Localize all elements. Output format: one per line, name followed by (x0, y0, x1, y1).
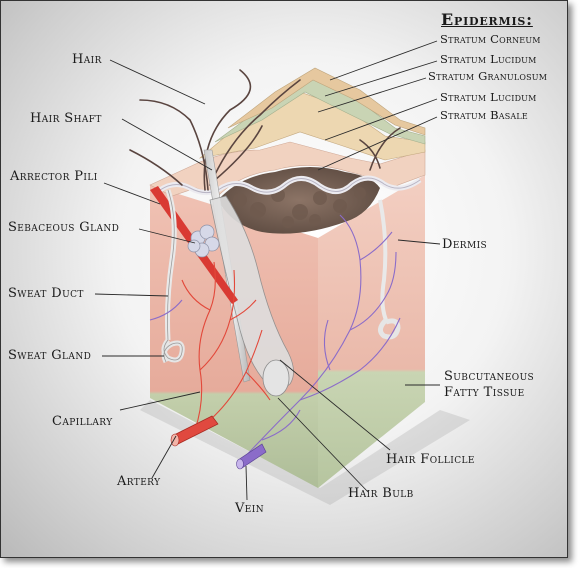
hair-bulb (262, 359, 290, 397)
sweat-duct-edge (167, 189, 175, 341)
label-fatty-tissue: Fatty Tissue (444, 385, 525, 400)
leader-lines (94, 40, 441, 501)
sweat-gland-edge (163, 339, 183, 363)
label-sebaceous-gland: Sebaceous Gland (8, 220, 120, 235)
leader-sweat-duct (94, 293, 169, 297)
leader-hair-shaft (121, 118, 213, 171)
label-vein: Vein (235, 501, 264, 516)
leader-stratum-lucidum-1 (324, 60, 438, 97)
hair-strands (129, 69, 401, 191)
leader-vein (245, 465, 248, 501)
stratum-corneum-layer (227, 67, 426, 136)
artery-opening (170, 433, 180, 447)
label-subcutaneous: Subcutaneous (444, 369, 535, 384)
label-stratum-lucidum-lower: Stratum Lucidum (440, 90, 537, 104)
label-arrector-pili: Arrector Pili (10, 169, 98, 184)
sebaceous-gland (187, 224, 220, 258)
leader-stratum-corneum (329, 40, 438, 81)
label-stratum-basale: Stratum Basale (440, 108, 528, 122)
leader-stratum-granulosum (317, 77, 427, 113)
leader-hair-bulb (277, 397, 369, 493)
vein-opening (236, 458, 244, 470)
label-dermis: Dermis (442, 237, 488, 252)
label-stratum-granulosum: Stratum Granulosum (428, 69, 548, 83)
leader-sebaceous-gland (138, 228, 196, 244)
label-stratum-lucidum-upper: Stratum Lucidum (440, 52, 537, 66)
leader-hair-follicle (279, 359, 391, 451)
leader-stratum-lucidum-2 (324, 98, 438, 141)
label-hair-follicle: Hair Follicle (386, 452, 475, 467)
basement-membrane-edge (159, 177, 421, 194)
label-stratum-corneum: Stratum Corneum (440, 32, 541, 46)
label-capillary: Capillary (52, 414, 113, 429)
epidermis-title: Epidermis: (441, 10, 533, 29)
hair-follicle (209, 195, 294, 389)
capillary-network (181, 261, 271, 431)
leader-hair (109, 59, 206, 105)
side-sweat-gland (378, 318, 401, 340)
label-sweat-duct: Sweat Duct (8, 286, 84, 301)
leader-arrector-pili (103, 182, 161, 205)
block-shadow (140, 400, 470, 505)
leader-artery (151, 435, 177, 479)
leader-capillary (119, 391, 201, 411)
leader-stratum-basale (317, 116, 438, 171)
label-hair-bulb: Hair Bulb (348, 486, 414, 501)
vein-network (149, 214, 401, 463)
label-sweat-gland: Sweat Gland (8, 348, 92, 363)
side-sweat-duct (378, 199, 388, 321)
label-artery: Artery (117, 474, 161, 489)
leader-dermis (397, 239, 441, 245)
label-hair-shaft: Hair Shaft (30, 111, 102, 126)
dermis-front-face (150, 185, 318, 488)
label-hair: Hair (72, 52, 102, 67)
dermis-side-face (318, 175, 425, 488)
